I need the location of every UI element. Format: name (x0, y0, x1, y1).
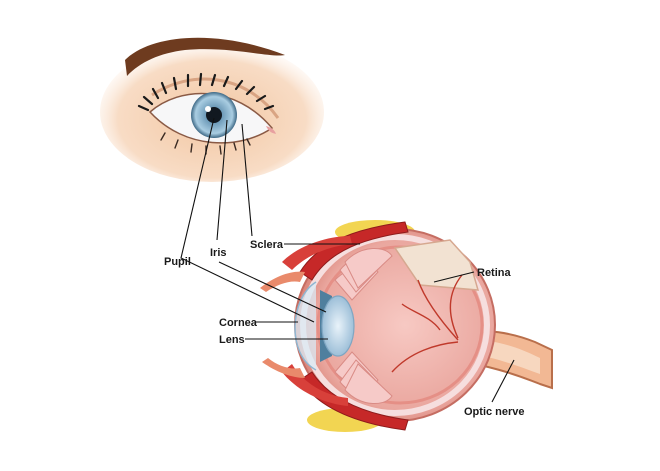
upper-eyelid-section (260, 271, 305, 292)
label-cornea: Cornea (219, 317, 258, 329)
labels: Pupil Iris Sclera Retina Cornea Lens Opt… (164, 239, 525, 418)
label-optic-nerve: Optic nerve (464, 406, 525, 418)
label-iris: Iris (210, 247, 227, 259)
lens (321, 295, 355, 357)
retina-cutaway (393, 239, 480, 291)
retina-leader (433, 271, 475, 283)
cornea (294, 281, 317, 371)
retinal-vessels (391, 274, 463, 373)
optic-nerve-leader (491, 359, 515, 403)
pupil-leader (180, 117, 315, 323)
label-sclera: Sclera (250, 239, 284, 251)
label-lens: Lens (219, 334, 245, 346)
iris-leader (216, 119, 228, 241)
label-pupil: Pupil (164, 256, 191, 268)
ciliary-body (334, 248, 393, 404)
eyeball-cross-section (260, 220, 553, 432)
inferior-rectus-muscle (299, 371, 409, 431)
lower-eyelid-section (262, 358, 305, 378)
iris-leader-2 (218, 261, 327, 313)
upper-eyelashes (137, 72, 275, 112)
label-retina: Retina (477, 267, 512, 279)
tear-duct (266, 126, 276, 134)
sclera-leader (241, 123, 253, 237)
external-eye (100, 37, 324, 182)
upper-eyelid-crease (151, 77, 280, 119)
leader-lines (180, 117, 515, 403)
eyebrow (125, 37, 285, 76)
eye-highlight (205, 106, 211, 112)
